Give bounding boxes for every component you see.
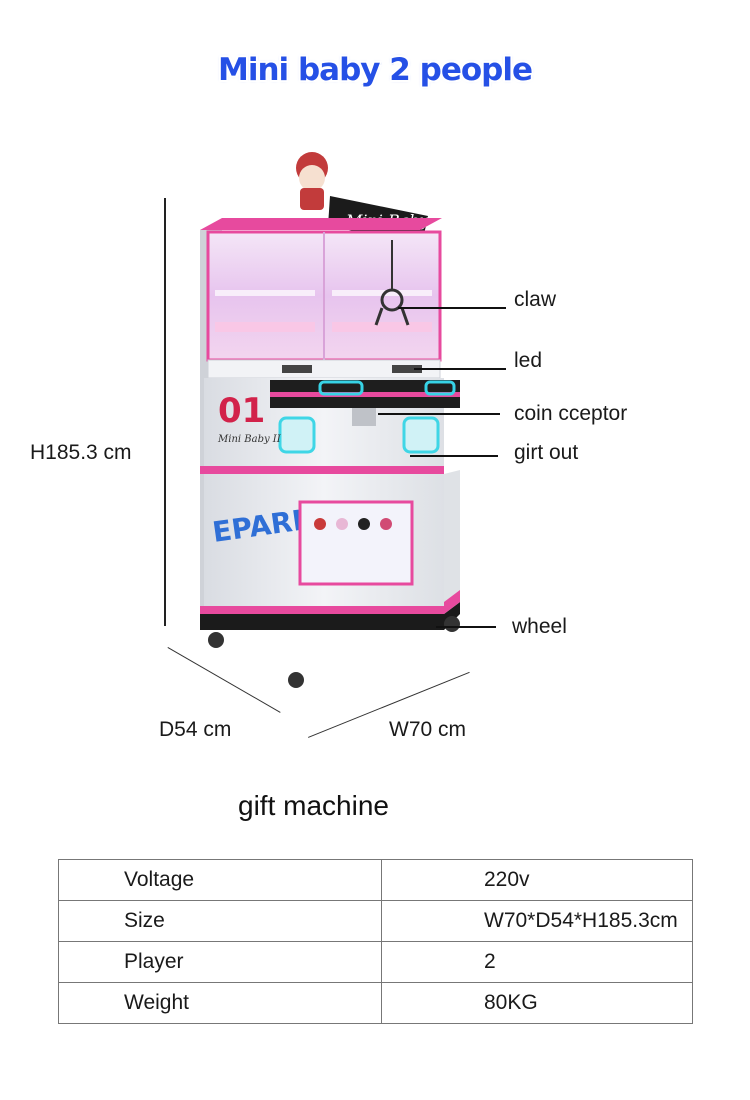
table-row: Weight 80KG xyxy=(58,982,693,1024)
front-number: 01 xyxy=(218,391,265,431)
spec-key: Weight xyxy=(58,982,382,1024)
spec-value: 220v xyxy=(381,859,693,901)
callout-claw: claw xyxy=(514,288,557,311)
spec-value: W70*D54*H185.3cm xyxy=(381,900,693,942)
spec-key: Player xyxy=(58,941,382,983)
callout-line-led xyxy=(414,368,506,370)
callout-line-claw xyxy=(398,307,506,309)
callout-coin-acceptor: coin cceptor xyxy=(514,402,628,425)
table-row: Voltage 220v xyxy=(58,859,693,901)
callout-led: led xyxy=(514,349,543,372)
table-row: Size W70*D54*H185.3cm xyxy=(58,900,693,942)
coin-slot-icon xyxy=(352,408,376,426)
height-dimension-label: H185.3 cm xyxy=(30,441,132,464)
height-dimension-line xyxy=(164,198,166,626)
product-subtitle: gift machine xyxy=(238,790,389,821)
spec-value: 80KG xyxy=(381,982,693,1024)
spec-table: Voltage 220v Size W70*D54*H185.3cm Playe… xyxy=(58,859,693,1024)
callout-wheel: wheel xyxy=(512,615,567,638)
page-title: Mini baby 2 people xyxy=(218,52,533,88)
table-row: Player 2 xyxy=(58,941,693,983)
width-dimension-label: W70 cm xyxy=(389,718,467,741)
prize-door-icon xyxy=(278,416,316,454)
depth-dimension-label: D54 cm xyxy=(159,718,232,741)
callout-line-gift-out xyxy=(410,455,498,457)
svg-text:Mini Baby II: Mini Baby II xyxy=(217,434,282,445)
spec-key: Voltage xyxy=(58,859,382,901)
callout-line-wheel xyxy=(436,626,496,628)
claw-icon xyxy=(374,240,410,326)
spec-value: 2 xyxy=(381,941,693,983)
claw-machine-image: Mini Baby 01 Mini Baby II EPARK xyxy=(200,152,460,688)
callout-line-coin-acceptor xyxy=(378,413,500,415)
topper-mascot-icon: Mini Baby xyxy=(296,152,430,244)
spec-key: Size xyxy=(58,900,382,942)
wheel-icon xyxy=(208,616,460,688)
machine-base-icon xyxy=(200,602,460,630)
callout-gift-out: girt out xyxy=(514,441,579,464)
